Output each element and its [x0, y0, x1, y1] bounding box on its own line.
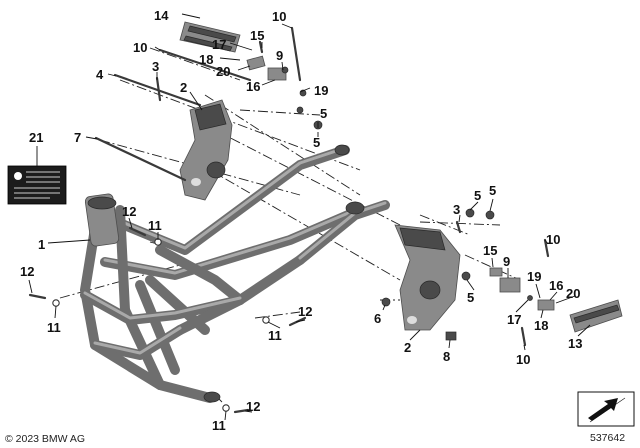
- callout-12: 12: [20, 264, 34, 279]
- callout-10: 10: [516, 352, 530, 367]
- callout-12: 12: [122, 204, 136, 219]
- callout-12: 12: [298, 304, 312, 319]
- callout-17: 17: [507, 312, 521, 327]
- right-footpeg-assembly: [489, 267, 623, 333]
- callout-3: 3: [453, 202, 460, 217]
- callout-15: 15: [483, 243, 497, 258]
- callout-10: 10: [272, 9, 286, 24]
- callout-9: 9: [276, 48, 283, 63]
- callout-10: 10: [133, 40, 147, 55]
- right-footrest-bracket: [394, 224, 461, 331]
- callout-2: 2: [180, 80, 187, 95]
- callout-9: 9: [503, 254, 510, 269]
- callout-5: 5: [313, 135, 320, 150]
- callout-12: 12: [246, 399, 260, 414]
- callout-4: 4: [96, 67, 104, 82]
- callout-5: 5: [320, 106, 327, 121]
- callout-7: 7: [74, 130, 81, 145]
- bolts: [28, 26, 550, 414]
- callout-1: 1: [38, 237, 45, 252]
- callout-15: 15: [250, 28, 264, 43]
- callout-18: 18: [199, 52, 213, 67]
- callouts: 14 10 10 15 17 18 20 9 16 19 3 4 2 7 21 …: [20, 8, 582, 433]
- callout-13: 13: [568, 336, 582, 351]
- callout-5: 5: [474, 188, 481, 203]
- leader-lines: [28, 13, 591, 421]
- callout-14: 14: [154, 8, 169, 23]
- callout-5: 5: [489, 183, 496, 198]
- left-footrest-bracket: [179, 99, 233, 201]
- callout-10: 10: [546, 232, 560, 247]
- callout-20: 20: [216, 64, 230, 79]
- diagram-id: 537642: [590, 432, 625, 444]
- callout-11: 11: [268, 328, 282, 343]
- callout-21: 21: [29, 130, 43, 145]
- type-label-icon: [7, 165, 67, 205]
- washers: [52, 238, 270, 412]
- callout-18: 18: [534, 318, 548, 333]
- callout-6: 6: [374, 311, 381, 326]
- callout-3: 3: [152, 59, 159, 74]
- callout-5: 5: [467, 290, 474, 305]
- left-footpeg-assembly: [179, 21, 289, 81]
- callout-19: 19: [527, 269, 541, 284]
- callout-2: 2: [404, 340, 411, 355]
- callout-17: 17: [212, 37, 226, 52]
- callout-20: 20: [566, 286, 580, 301]
- callout-11: 11: [47, 320, 61, 335]
- callout-16: 16: [549, 278, 563, 293]
- arrow-sheet-icon: [577, 391, 635, 427]
- callout-11: 11: [212, 418, 226, 433]
- main-frame: [80, 144, 390, 403]
- copyright-text: © 2023 BMW AG: [5, 433, 85, 445]
- callout-11: 11: [148, 218, 162, 233]
- callout-8: 8: [443, 349, 450, 364]
- callout-19: 19: [314, 83, 328, 98]
- callout-16: 16: [246, 79, 260, 94]
